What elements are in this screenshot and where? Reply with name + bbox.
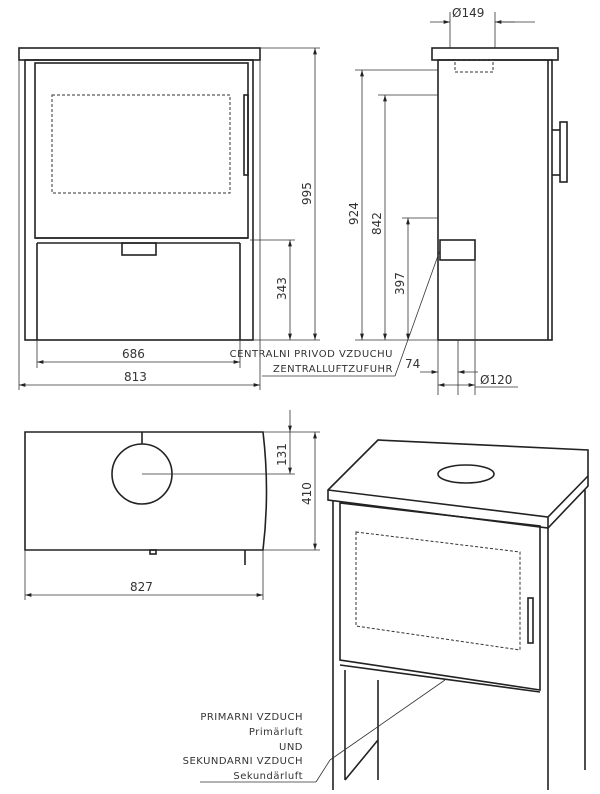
dim-813: 813: [124, 370, 147, 384]
perspective-view: [200, 439, 589, 790]
dim-924: 924: [347, 202, 361, 225]
label-primary-de: Primärluft: [249, 727, 303, 738]
label-secondary-de: Sekundärluft: [233, 771, 303, 782]
front-view: [18, 47, 320, 390]
label-central-air-cz: CENTRALNI PRIVOD VZDUCHU: [230, 349, 393, 360]
dim-397: 397: [393, 272, 407, 295]
dim-827: 827: [130, 580, 153, 594]
label-central-air-de: ZENTRALLUFTZUFUHR: [273, 364, 393, 375]
dim-842: 842: [370, 212, 384, 235]
dim-intake-diameter: Ø120: [480, 373, 512, 387]
dim-686: 686: [122, 347, 145, 361]
dim-995: 995: [300, 182, 314, 205]
dim-flue-diameter: Ø149: [452, 6, 484, 20]
label-und: UND: [279, 742, 303, 753]
label-primary-cz: PRIMARNI VZDUCH: [200, 712, 303, 723]
side-view: [262, 12, 568, 395]
dim-343: 343: [275, 277, 289, 300]
dim-74: 74: [405, 357, 420, 371]
label-secondary-cz: SEKUNDARNI VZDUCH: [183, 756, 303, 767]
top-view: [24, 410, 320, 600]
dim-410: 410: [300, 482, 314, 505]
dim-131: 131: [275, 443, 289, 466]
